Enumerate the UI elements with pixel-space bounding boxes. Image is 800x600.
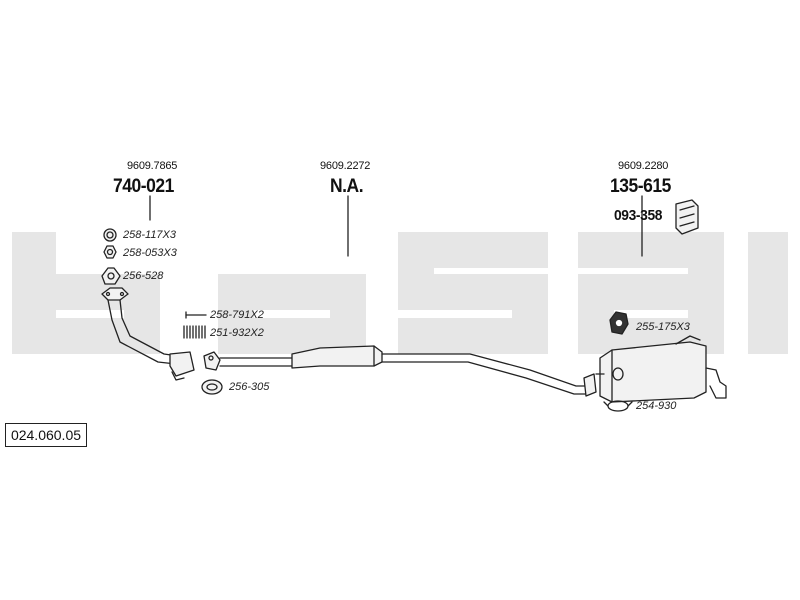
nut-drawing (103, 245, 117, 259)
middle-pipe (203, 345, 597, 397)
rear-silencer (595, 335, 727, 403)
middle-oe-number: 9609.2272 (320, 160, 371, 172)
reference-number-box: 024.060.05 (5, 423, 87, 447)
spring-drawing (183, 325, 206, 339)
nut-label: 258-053X3 (123, 247, 177, 259)
flange-gasket-drawing (101, 267, 121, 285)
rear-oe-number: 9609.2280 (618, 160, 669, 172)
rubber-mount-label: 255-175X3 (636, 321, 690, 333)
bolt-drawing (185, 311, 207, 319)
bolt-label: 258-791X2 (210, 309, 264, 321)
heat-shield-drawing (675, 199, 699, 235)
rear-part-number: 135-615 (610, 176, 671, 197)
spring-label: 251-932X2 (210, 327, 264, 339)
front-pipe (101, 287, 195, 381)
ring-label: 258-117X3 (123, 229, 177, 241)
ring-drawing (103, 228, 117, 242)
middle-part-number: N.A. (330, 176, 364, 197)
gasket-ring-label: 256-305 (229, 381, 270, 393)
front-oe-number: 9609.7865 (127, 160, 178, 172)
clamp-drawing (603, 400, 633, 412)
clamp-label: 254-930 (636, 400, 677, 412)
rubber-mount-drawing (609, 311, 629, 335)
flange-gasket-label: 256-528 (123, 270, 164, 282)
gasket-ring-drawing (201, 379, 223, 395)
heat-shield-part-number: 093-358 (614, 207, 663, 224)
front-part-number: 740-021 (113, 176, 174, 197)
